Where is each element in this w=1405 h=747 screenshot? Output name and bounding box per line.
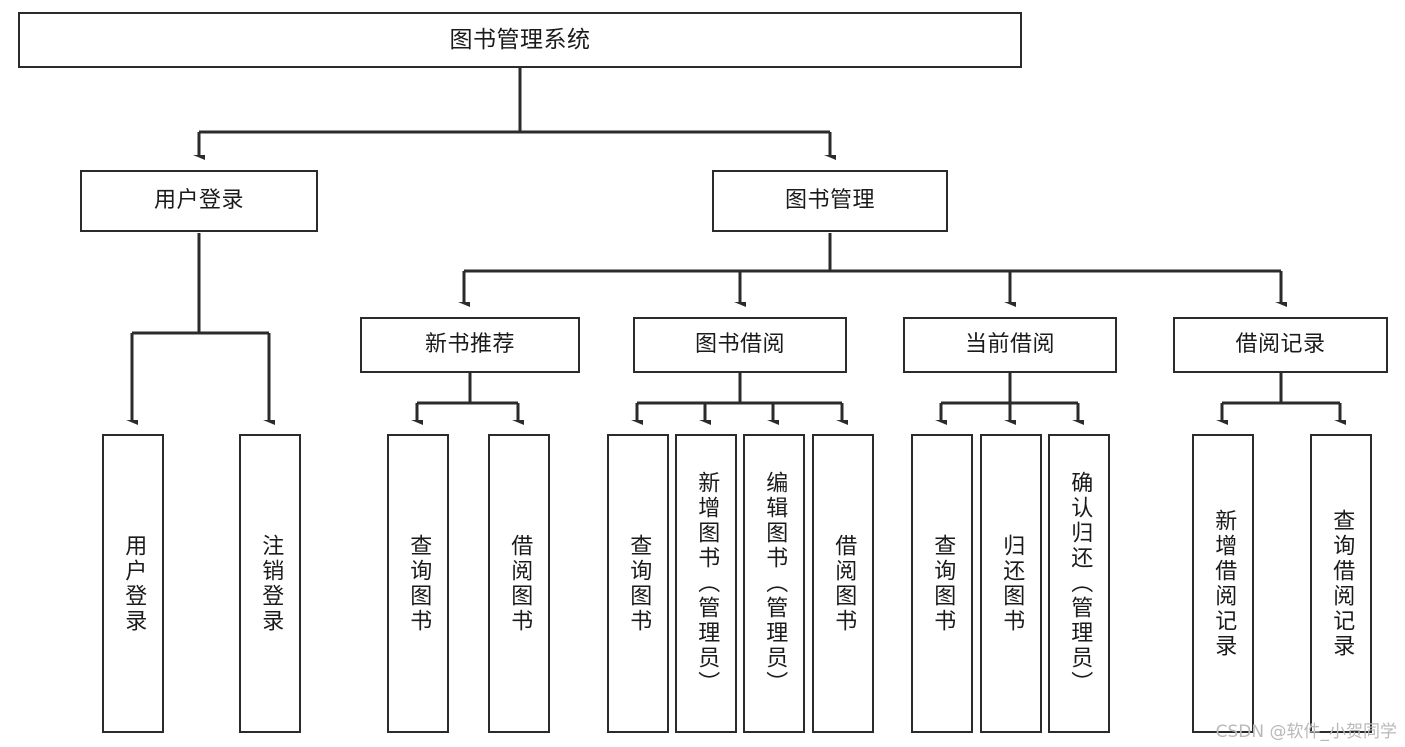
node-new-book-recommend-label: 新书推荐 [424,332,515,358]
node-new-book-recommend[interactable]: 新书推荐 [360,317,580,373]
watermark-text: CSDN @软件_小贺同学 [1215,722,1397,742]
edge-borrowrecord-to-leaves [1222,373,1340,421]
leaf-currentborrow-confirm[interactable]: 确认归还（管理员） [1048,434,1110,733]
leaf-newbook-borrow-label: 借阅图书 [507,533,533,634]
leaf-currentborrow-return[interactable]: 归还图书 [980,434,1042,733]
leaf-borrowrecord-add-label: 新增借阅记录 [1211,508,1237,659]
leaf-borrowrecord-add[interactable]: 新增借阅记录 [1192,434,1254,733]
leaf-user-login-signout[interactable]: 注销登录 [239,434,301,733]
leaf-currentborrow-query[interactable]: 查询图书 [911,434,973,733]
leaf-user-login-signin-label: 用户登录 [121,533,147,634]
leaf-bookborrow-edit[interactable]: 编辑图书（管理员） [743,434,805,733]
node-root[interactable]: 图书管理系统 [18,12,1022,68]
node-root-label: 图书管理系统 [449,26,591,53]
leaf-borrowrecord-query[interactable]: 查询借阅记录 [1310,434,1372,733]
leaf-newbook-query[interactable]: 查询图书 [387,434,449,733]
leaf-bookborrow-borrow-label: 借阅图书 [831,533,857,634]
leaf-bookborrow-add[interactable]: 新增图书（管理员） [675,434,737,733]
edge-newbook-to-leaves [417,373,518,421]
leaf-bookborrow-query[interactable]: 查询图书 [607,434,669,733]
node-current-borrow-label: 当前借阅 [964,332,1055,358]
node-borrow-record-label: 借阅记录 [1235,332,1326,358]
leaf-user-login-signin[interactable]: 用户登录 [102,434,164,733]
node-book-borrow[interactable]: 图书借阅 [633,317,847,373]
edge-root-to-level1 [199,68,830,156]
edge-bookmgmt-to-level2 [464,233,1281,303]
leaf-borrowrecord-query-label: 查询借阅记录 [1329,508,1355,659]
node-user-login-label: 用户登录 [153,188,244,214]
leaf-bookborrow-add-label: 新增图书（管理员） [694,471,720,696]
node-book-management[interactable]: 图书管理 [712,170,948,232]
leaf-bookborrow-query-label: 查询图书 [626,533,652,634]
node-current-borrow[interactable]: 当前借阅 [903,317,1117,373]
node-book-management-label: 图书管理 [784,188,875,214]
edge-userlogin-to-leaves [132,233,269,421]
leaf-currentborrow-query-label: 查询图书 [930,533,956,634]
edge-bookborrow-to-leaves [637,373,842,421]
node-user-login[interactable]: 用户登录 [80,170,318,232]
edge-currentborrow-to-leaves [941,373,1078,421]
leaf-user-login-signout-label: 注销登录 [258,533,284,634]
leaf-newbook-query-label: 查询图书 [406,533,432,634]
node-book-borrow-label: 图书借阅 [694,332,785,358]
node-borrow-record[interactable]: 借阅记录 [1173,317,1388,373]
leaf-bookborrow-borrow[interactable]: 借阅图书 [812,434,874,733]
leaf-bookborrow-edit-label: 编辑图书（管理员） [762,471,788,696]
leaf-newbook-borrow[interactable]: 借阅图书 [488,434,550,733]
leaf-currentborrow-confirm-label: 确认归还（管理员） [1067,471,1093,696]
leaf-currentborrow-return-label: 归还图书 [999,533,1025,634]
